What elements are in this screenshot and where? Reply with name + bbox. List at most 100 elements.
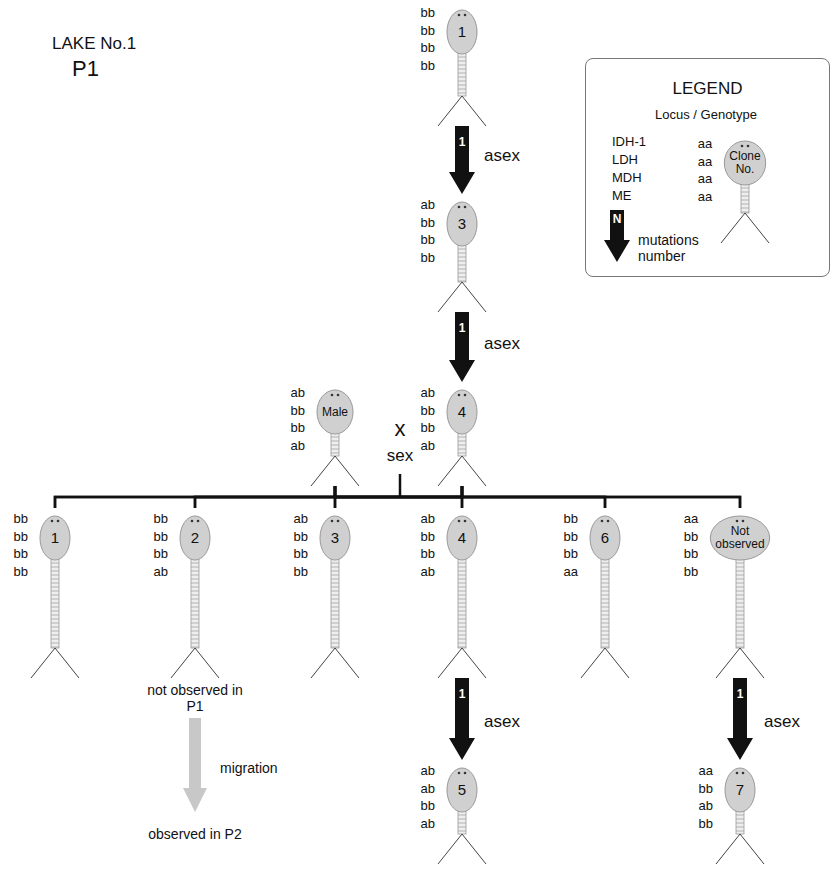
tail-segment	[736, 583, 744, 584]
tail-segment	[51, 647, 59, 648]
genotype-text: bb bb bb aa	[564, 510, 578, 580]
tail-segment	[51, 579, 59, 580]
tail-segment	[191, 639, 199, 640]
mutation-count: 1	[459, 322, 466, 334]
eye	[458, 206, 461, 209]
eye	[191, 520, 194, 523]
tail-segment	[458, 603, 466, 604]
eye	[57, 520, 60, 523]
tail-segment	[736, 631, 744, 632]
leg	[716, 834, 740, 864]
tail-segment	[736, 831, 744, 832]
tail-segment	[191, 583, 199, 584]
tail-segment	[458, 261, 466, 262]
genotype-text: aa bb ab bb	[699, 762, 713, 832]
body	[447, 516, 477, 560]
tail-segment	[736, 627, 744, 628]
tail-segment	[458, 85, 466, 86]
tail	[736, 810, 744, 834]
diagram-label: x	[395, 416, 406, 441]
cross-stub	[399, 474, 402, 497]
tail-segment	[191, 635, 199, 636]
tail-segment	[458, 269, 466, 270]
clone-number: 5	[458, 782, 466, 798]
clone-number: 2	[191, 530, 199, 546]
leg	[335, 648, 359, 678]
leg	[462, 456, 486, 486]
tail-segment	[191, 567, 199, 568]
leg	[335, 456, 359, 486]
daphnia-outline	[295, 382, 375, 486]
clone-number: 3	[331, 530, 339, 546]
tail-segment	[458, 571, 466, 572]
tail-segment	[51, 603, 59, 604]
tail-segment	[51, 591, 59, 592]
tail-segment	[736, 639, 744, 640]
genotype-text: ab bb bb bb	[421, 196, 435, 266]
leg	[462, 282, 486, 312]
tail	[736, 558, 744, 648]
diagram-label: asex	[484, 146, 520, 166]
tail-segment	[601, 615, 609, 616]
eye	[331, 394, 334, 397]
body	[180, 516, 210, 560]
tail-segment	[331, 631, 339, 632]
clone-figure: aa aa aa aaClone No.	[705, 133, 785, 243]
clone-figure: ab bb bb bb3	[422, 194, 502, 312]
eye	[337, 394, 340, 397]
tail-segment	[601, 571, 609, 572]
body	[447, 390, 477, 434]
tail-segment	[601, 607, 609, 608]
clone-number: Male	[322, 406, 348, 419]
tail-segment	[458, 441, 466, 442]
tail-segment	[458, 823, 466, 824]
clone-figure: aa bb bb bbNot observed	[700, 508, 780, 678]
clone-number: 4	[458, 404, 466, 420]
tail-segment	[458, 81, 466, 82]
tail-segment	[458, 77, 466, 78]
eye	[742, 772, 745, 775]
eye	[337, 520, 340, 523]
diagram-label: MDH	[612, 171, 642, 186]
leg	[740, 834, 764, 864]
arrow-letter: N	[613, 213, 622, 227]
tail-segment	[331, 599, 339, 600]
tail-segment	[51, 599, 59, 600]
tail	[601, 558, 609, 648]
tail-segment	[458, 627, 466, 628]
clone-figure: bb bb bb bb1	[15, 508, 95, 678]
tail-segment	[601, 599, 609, 600]
leg	[438, 282, 462, 312]
diagram-label: asex	[764, 712, 800, 732]
tail-segment	[331, 643, 339, 644]
clone-number: Not observed	[715, 525, 764, 550]
diagram-label: P1	[72, 56, 99, 81]
leg	[740, 648, 764, 678]
migration-arrow	[183, 718, 207, 812]
tail-segment	[736, 827, 744, 828]
diagram-label: ME	[612, 189, 632, 204]
eye	[197, 520, 200, 523]
tail-segment	[736, 623, 744, 624]
mutation-arrow	[449, 678, 475, 760]
tail-segment	[458, 599, 466, 600]
legend-heading: LEGEND	[586, 79, 829, 99]
leg	[716, 648, 740, 678]
tail-segment	[741, 196, 749, 197]
tail	[458, 432, 466, 456]
tail-segment	[601, 567, 609, 568]
tail-segment	[736, 607, 744, 608]
tail-segment	[51, 615, 59, 616]
tail-segment	[331, 607, 339, 608]
lake-title: LAKE No.1	[52, 34, 136, 54]
mutation-count: 1	[737, 688, 744, 700]
tail-segment	[458, 567, 466, 568]
tail-segment	[458, 831, 466, 832]
eye	[331, 520, 334, 523]
tail-segment	[191, 623, 199, 624]
eye	[742, 520, 745, 523]
tail-segment	[51, 639, 59, 640]
tail-segment	[458, 89, 466, 90]
leg	[195, 648, 219, 678]
diagram-label: asex	[484, 334, 520, 354]
